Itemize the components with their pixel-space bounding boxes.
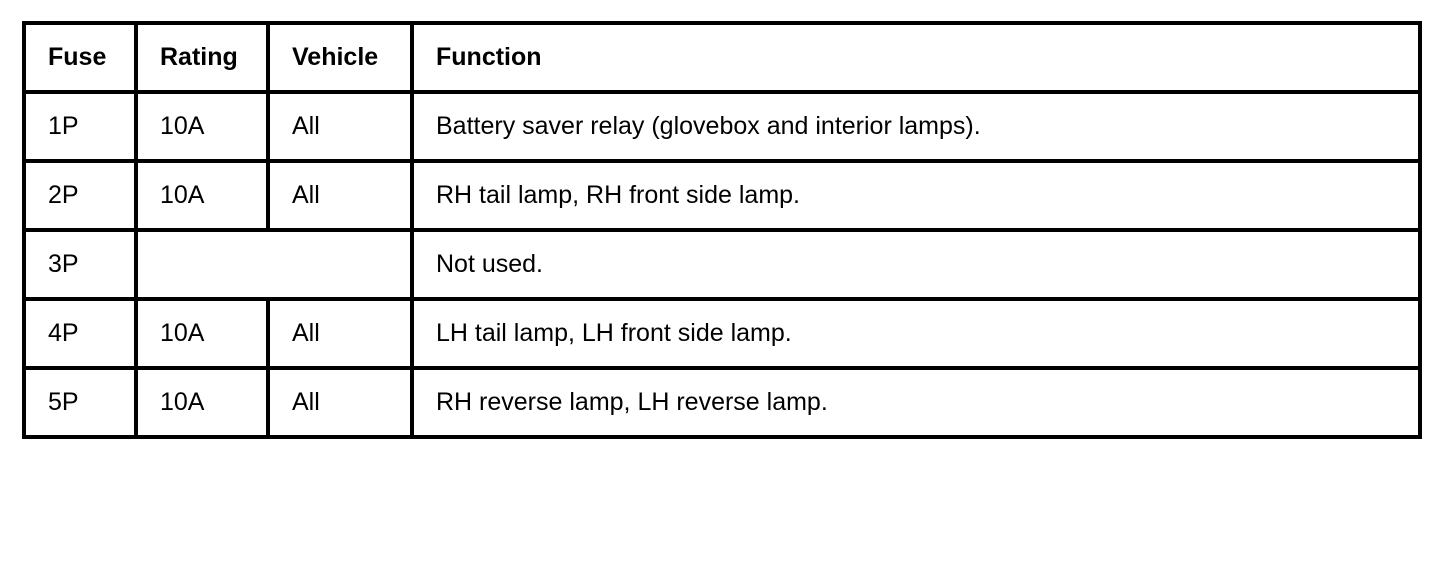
table-body: 1P 10A All Battery saver relay (glovebox… <box>22 90 1422 439</box>
header-vehicle: Vehicle <box>266 21 414 94</box>
cell-fuse: 1P <box>22 90 138 163</box>
cell-vehicle: All <box>266 90 414 163</box>
cell-rating: 10A <box>134 159 270 232</box>
cell-vehicle: All <box>266 159 414 232</box>
cell-function: Not used. <box>410 228 1422 301</box>
table-row: 5P 10A All RH reverse lamp, LH reverse l… <box>22 366 1422 439</box>
table-header: Fuse Rating Vehicle Function <box>22 21 1422 94</box>
cell-fuse: 4P <box>22 297 138 370</box>
cell-function: Battery saver relay (glovebox and interi… <box>410 90 1422 163</box>
cell-fuse: 5P <box>22 366 138 439</box>
header-fuse: Fuse <box>22 21 138 94</box>
header-rating: Rating <box>134 21 270 94</box>
cell-rating: 10A <box>134 297 270 370</box>
fuse-table: Fuse Rating Vehicle Function 1P 10A All … <box>22 21 1422 439</box>
cell-fuse: 3P <box>22 228 138 301</box>
header-row: Fuse Rating Vehicle Function <box>22 21 1422 94</box>
cell-fuse: 2P <box>22 159 138 232</box>
cell-function: RH reverse lamp, LH reverse lamp. <box>410 366 1422 439</box>
table-row: 2P 10A All RH tail lamp, RH front side l… <box>22 159 1422 232</box>
cell-vehicle: All <box>266 297 414 370</box>
table-row: 3P Not used. <box>22 228 1422 301</box>
header-function: Function <box>410 21 1422 94</box>
cell-function: RH tail lamp, RH front side lamp. <box>410 159 1422 232</box>
table-row: 4P 10A All LH tail lamp, LH front side l… <box>22 297 1422 370</box>
cell-vehicle: All <box>266 366 414 439</box>
cell-rating: 10A <box>134 366 270 439</box>
cell-rating: 10A <box>134 90 270 163</box>
cell-empty-merged <box>134 228 414 301</box>
table-row: 1P 10A All Battery saver relay (glovebox… <box>22 90 1422 163</box>
cell-function: LH tail lamp, LH front side lamp. <box>410 297 1422 370</box>
